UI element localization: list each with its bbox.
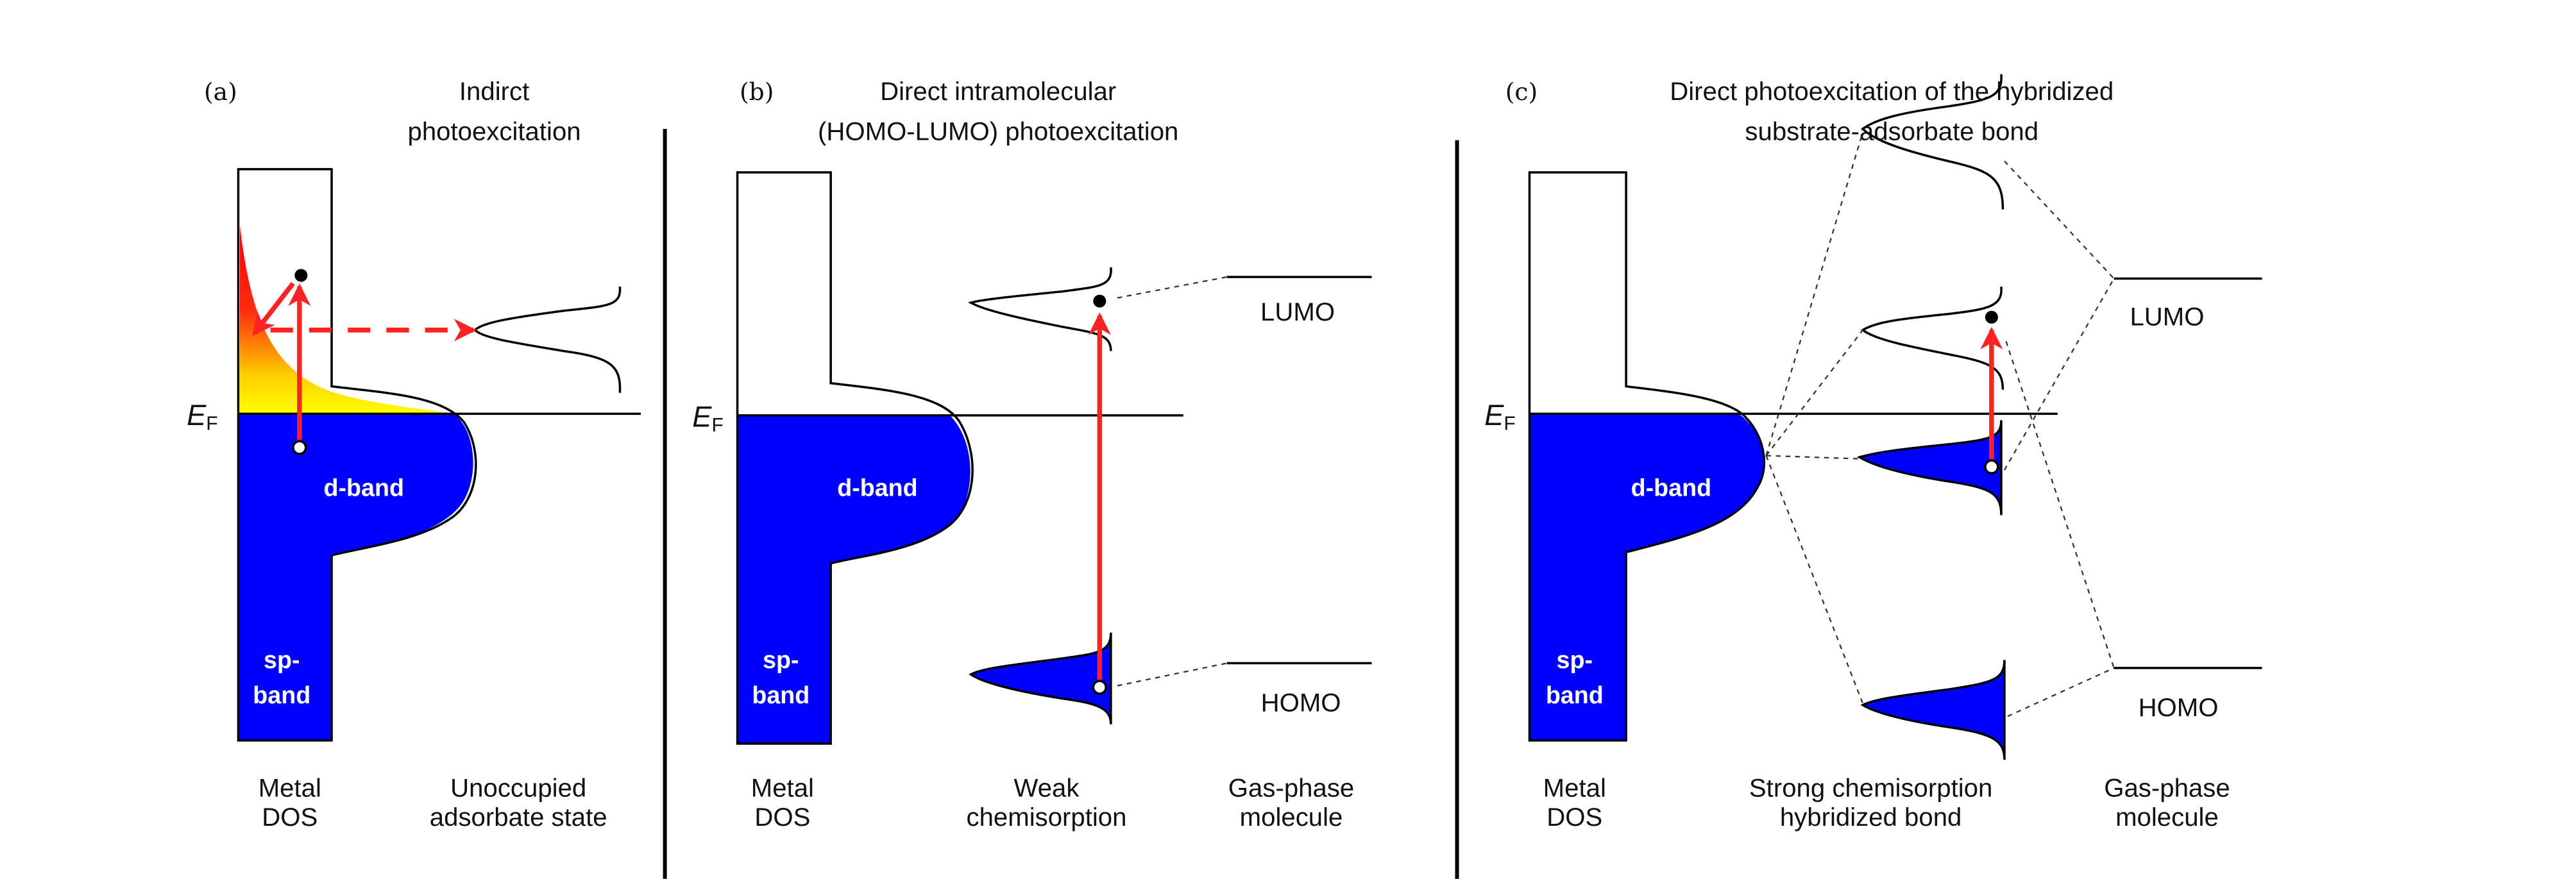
lumo-label: LUMO [1260,297,1335,326]
gas-phase-label-line1: Gas-phase [2104,774,2230,803]
adsorbate-label-line1: Strong chemisorption [1749,774,1992,803]
gas-phase-label-line1: Gas-phase [1228,774,1354,803]
dashed-correlation-line [1766,455,1860,460]
sp-band-label-line2: band [752,682,809,708]
panel-title-line1: Direct photoexcitation of the hybridized [1670,77,2114,106]
metal-dos-outline [237,168,477,742]
metal-dos-label-line2: DOS [1546,803,1602,832]
hole-circle [1983,459,1999,475]
sp-band-label-line1: sp- [1557,646,1593,673]
adsorbate-label-line2: hybridized bond [1780,803,1962,832]
electron-dot [1985,310,1998,324]
d-band-label: d-band [324,474,404,501]
lumo-label: LUMO [2130,302,2204,331]
bonding-peak-filled [1856,420,2003,515]
metal-dos-label-line1: Metal [751,774,814,803]
electron-dot [294,269,308,282]
adsorbate-label-line2: adsorbate state [430,803,607,832]
metal-dos-label-line2: DOS [262,803,318,832]
filled-states-region [1529,414,1764,741]
antibonding-upper-peak [1861,74,2004,210]
metal-dos-label-line1: Metal [1543,774,1606,803]
metal-dos-outline [736,171,974,745]
panel-a: (a) Indirct photoexcitation EF d-band sp… [187,77,641,832]
sp-band-label-line2: band [1546,682,1604,708]
gas-phase-label-line2: molecule [1240,803,1343,832]
panel-letter: (c) [1505,78,1538,106]
panel-b: (b) Direct intramolecular (HOMO-LUMO) ph… [692,77,1372,832]
fermi-level-label: EF [692,400,724,436]
dashed-correlation-line [1765,131,1864,456]
dashed-correlation-line [1117,662,1227,687]
adsorbate-label-line1: Weak [1014,774,1080,803]
adsorbate-state-peak [473,286,622,393]
sp-band-label-line1: sp- [264,646,300,673]
metal-dos-outline [1528,171,1766,742]
dashed-correlation-line [2003,278,2115,471]
hole-circle [291,440,307,455]
scattering-arrow [252,281,295,336]
panel-letter: (a) [204,78,237,106]
dashed-correlation-line [1117,276,1227,299]
homo-derived-peak-filled [1860,660,2006,760]
homo-label: HOMO [1261,689,1341,717]
dashed-correlation-line [2004,160,2115,280]
filled-states-region [238,414,473,741]
adsorbate-label-line2: chemisorption [967,803,1127,832]
hot-electron-distribution [239,225,454,414]
lumo-peak [967,267,1112,351]
filled-states-region [737,415,970,744]
panel-title-line2: substrate-adsorbate bond [1745,117,2038,146]
gas-phase-label-line2: molecule [2115,803,2219,832]
dashed-correlation-line [2005,341,2115,669]
hole-circle [1092,680,1108,695]
metal-dos-label-line2: DOS [754,803,810,832]
panel-title-line1: Direct intramolecular [880,77,1116,106]
panel-letter: (b) [740,78,774,106]
antibonding-lumo-peak [1860,286,2004,390]
d-band-label: d-band [1631,474,1711,501]
sp-band-label-line2: band [253,682,310,708]
homo-label: HOMO [2139,693,2219,722]
dashed-correlation-line [1765,330,1863,456]
fermi-level-label: EF [187,399,218,435]
dashed-correlation-line [2007,667,2115,717]
dashed-correlation-line [1765,455,1864,704]
metal-dos-label-line1: Metal [258,774,321,803]
panel-title-line1: Indirct [459,77,529,106]
homo-peak-filled [969,632,1112,724]
adsorbate-label-line1: Unoccupied [450,774,586,803]
d-band-label: d-band [837,474,917,501]
fermi-level-label: EF [1484,399,1516,435]
sp-band-label-line1: sp- [763,646,799,673]
panel-title-line2: photoexcitation [407,117,580,146]
panel-title-line2: (HOMO-LUMO) photoexcitation [818,117,1178,146]
panel-c: (c) Direct photoexcitation of the hybrid… [1484,74,2262,832]
electron-dot [1093,294,1106,308]
